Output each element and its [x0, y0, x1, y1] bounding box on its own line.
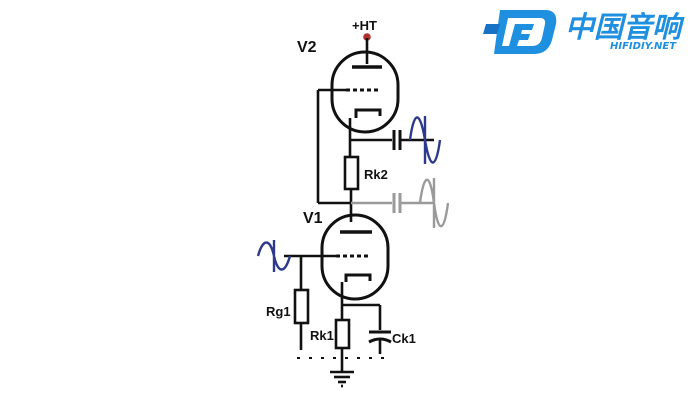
tube-v2-envelope [330, 50, 400, 134]
supply-label: +HT [352, 18, 377, 33]
cascode-schematic [284, 33, 434, 388]
resistor-rk1 [334, 318, 351, 350]
logo-site: HIFIDIY.NET [610, 41, 677, 52]
resistor-rk2 [343, 155, 360, 191]
tube-v1-cathode [344, 273, 372, 282]
hifi-logo-icon [483, 10, 557, 54]
tube-v2-label: V2 [297, 39, 317, 56]
output-wave-icon [408, 116, 442, 164]
waveforms [256, 116, 450, 272]
tube-v1 [320, 213, 390, 301]
ground-icon [330, 365, 354, 388]
rk1-label: Rk1 [310, 328, 334, 343]
ghost-wave-icon [418, 178, 450, 228]
ghost-output [351, 193, 434, 213]
input-wave-icon [256, 240, 292, 272]
rk2-label: Rk2 [364, 167, 388, 182]
resistor-rg1 [293, 288, 310, 325]
ck1-label: Ck1 [392, 331, 416, 346]
tube-v2-cathode [354, 108, 382, 118]
ck1-plate-bottom [368, 337, 392, 344]
rg1-label: Rg1 [266, 304, 291, 319]
tube-v1-label: V1 [303, 210, 323, 227]
logo-name: 中国音响 [565, 10, 685, 44]
brand-logo: 中国音响 HIFIDIY.NET [483, 10, 685, 54]
tube-v2 [330, 50, 400, 134]
